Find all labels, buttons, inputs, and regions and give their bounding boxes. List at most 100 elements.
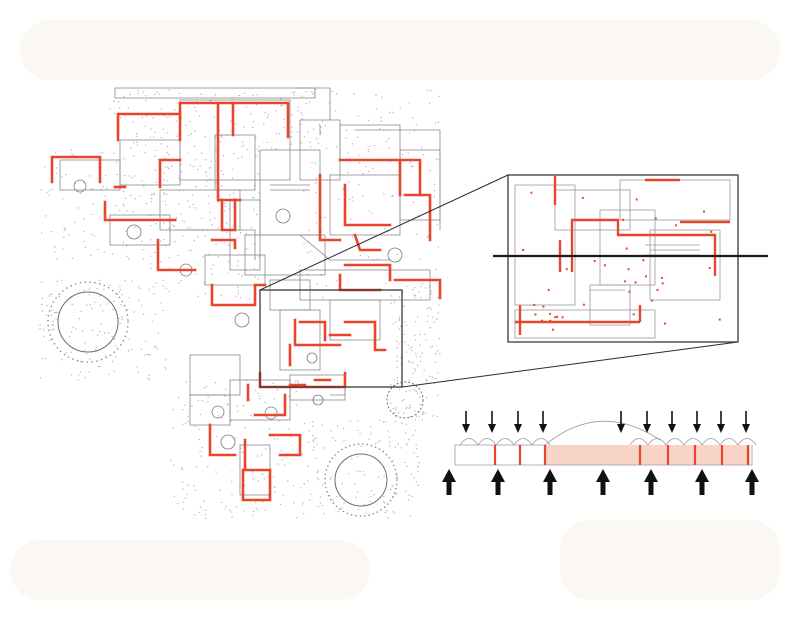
tree-dot <box>421 283 423 285</box>
tree-dot <box>237 157 239 160</box>
tree-dot <box>226 231 228 234</box>
tree-dot <box>309 250 312 253</box>
tree-dot <box>177 396 180 399</box>
tree-dot <box>296 380 298 382</box>
tree-dot <box>368 210 370 213</box>
tree-dot <box>50 230 53 233</box>
tree-dot <box>204 513 206 516</box>
tree-dot <box>160 240 162 242</box>
tree-dot <box>235 123 237 125</box>
tree-dot <box>403 398 406 401</box>
tree-dot <box>153 192 155 195</box>
tree-dot <box>313 441 315 443</box>
tree-dot <box>225 202 227 204</box>
tree-dot <box>404 490 407 492</box>
tree-dot <box>63 229 65 231</box>
tree-dot <box>390 383 392 386</box>
inset-column <box>541 319 544 322</box>
tree-dot <box>162 285 164 287</box>
tree-dot <box>144 125 146 128</box>
tree-dot <box>96 287 99 290</box>
tree-dot <box>204 292 207 295</box>
tree-dot <box>307 441 310 443</box>
tree-dot <box>435 158 437 160</box>
tree-dot <box>56 311 58 314</box>
tree-dot <box>287 480 289 482</box>
tree-dot <box>257 480 260 482</box>
tree-dot <box>419 360 422 363</box>
tree-dot <box>403 321 406 323</box>
tree-dot <box>105 355 107 357</box>
tree-dot <box>65 173 67 176</box>
tree-dot <box>243 92 246 94</box>
building-outline <box>109 214 171 246</box>
ring-dot <box>70 284 72 287</box>
tree-dot <box>434 361 437 363</box>
tree-dot <box>201 400 204 402</box>
tree-dot <box>266 116 269 119</box>
tree-dot <box>145 340 147 343</box>
tree-dot <box>438 337 440 340</box>
tree-dot <box>351 458 353 460</box>
ring-dot <box>359 515 362 517</box>
tree-dot <box>410 165 412 167</box>
tree-dot <box>307 252 309 254</box>
tree-dot <box>395 407 397 409</box>
wall-segment <box>338 273 382 292</box>
tree-dot <box>253 267 255 270</box>
tree-dot <box>102 152 104 154</box>
tree-dot <box>405 351 407 353</box>
tree-dot <box>119 289 122 291</box>
tree-dot <box>207 401 209 403</box>
tree-dot <box>217 415 220 417</box>
tree-dot <box>263 123 265 126</box>
tree-dot <box>194 159 196 161</box>
tree-dot <box>408 379 410 382</box>
tree-dot <box>231 494 233 496</box>
tree-dot <box>213 116 215 118</box>
tree-dot <box>122 190 125 193</box>
tree-dot <box>188 249 191 252</box>
inset-column <box>651 299 654 302</box>
tree-dot <box>438 304 440 306</box>
wall-segment <box>343 183 392 227</box>
tree-dot <box>54 246 56 248</box>
building-outline <box>159 189 241 231</box>
tree-dot <box>118 291 121 293</box>
ring-dot <box>100 358 103 361</box>
tree-dot <box>252 471 254 473</box>
tree-dot <box>324 217 326 219</box>
tree-dot <box>167 180 169 182</box>
tree-dot <box>171 165 173 167</box>
tree-dot <box>393 301 396 303</box>
ring-dot <box>329 461 331 463</box>
tree-dot <box>401 153 403 156</box>
tree-dot <box>362 173 364 175</box>
tree-dot <box>437 372 439 374</box>
tree-dot <box>393 512 396 514</box>
tree-dot <box>408 404 411 406</box>
wall-segment <box>403 193 432 242</box>
detail-frame-on-plan <box>259 289 403 388</box>
tree-dot <box>250 113 252 115</box>
ring-dot <box>391 460 393 463</box>
tree-dot <box>152 320 154 323</box>
tree-dot <box>368 438 370 440</box>
tree-dot <box>122 203 125 206</box>
tree-dot <box>305 103 308 105</box>
tree-dot <box>300 123 302 126</box>
tree-dot <box>256 93 258 96</box>
inset-column <box>549 312 552 315</box>
tree-dot <box>288 395 290 398</box>
inset-walls <box>515 175 730 335</box>
tree-dot <box>343 502 345 504</box>
tree-dot <box>238 94 241 97</box>
tree-dot <box>383 193 385 195</box>
wall-segment <box>293 318 342 347</box>
tree-dot <box>293 94 295 96</box>
up-arrow-head <box>695 469 709 482</box>
tree-dot <box>225 388 227 391</box>
tree-dot <box>199 506 202 508</box>
tree-dot <box>185 124 187 127</box>
tree-dot <box>330 430 332 432</box>
